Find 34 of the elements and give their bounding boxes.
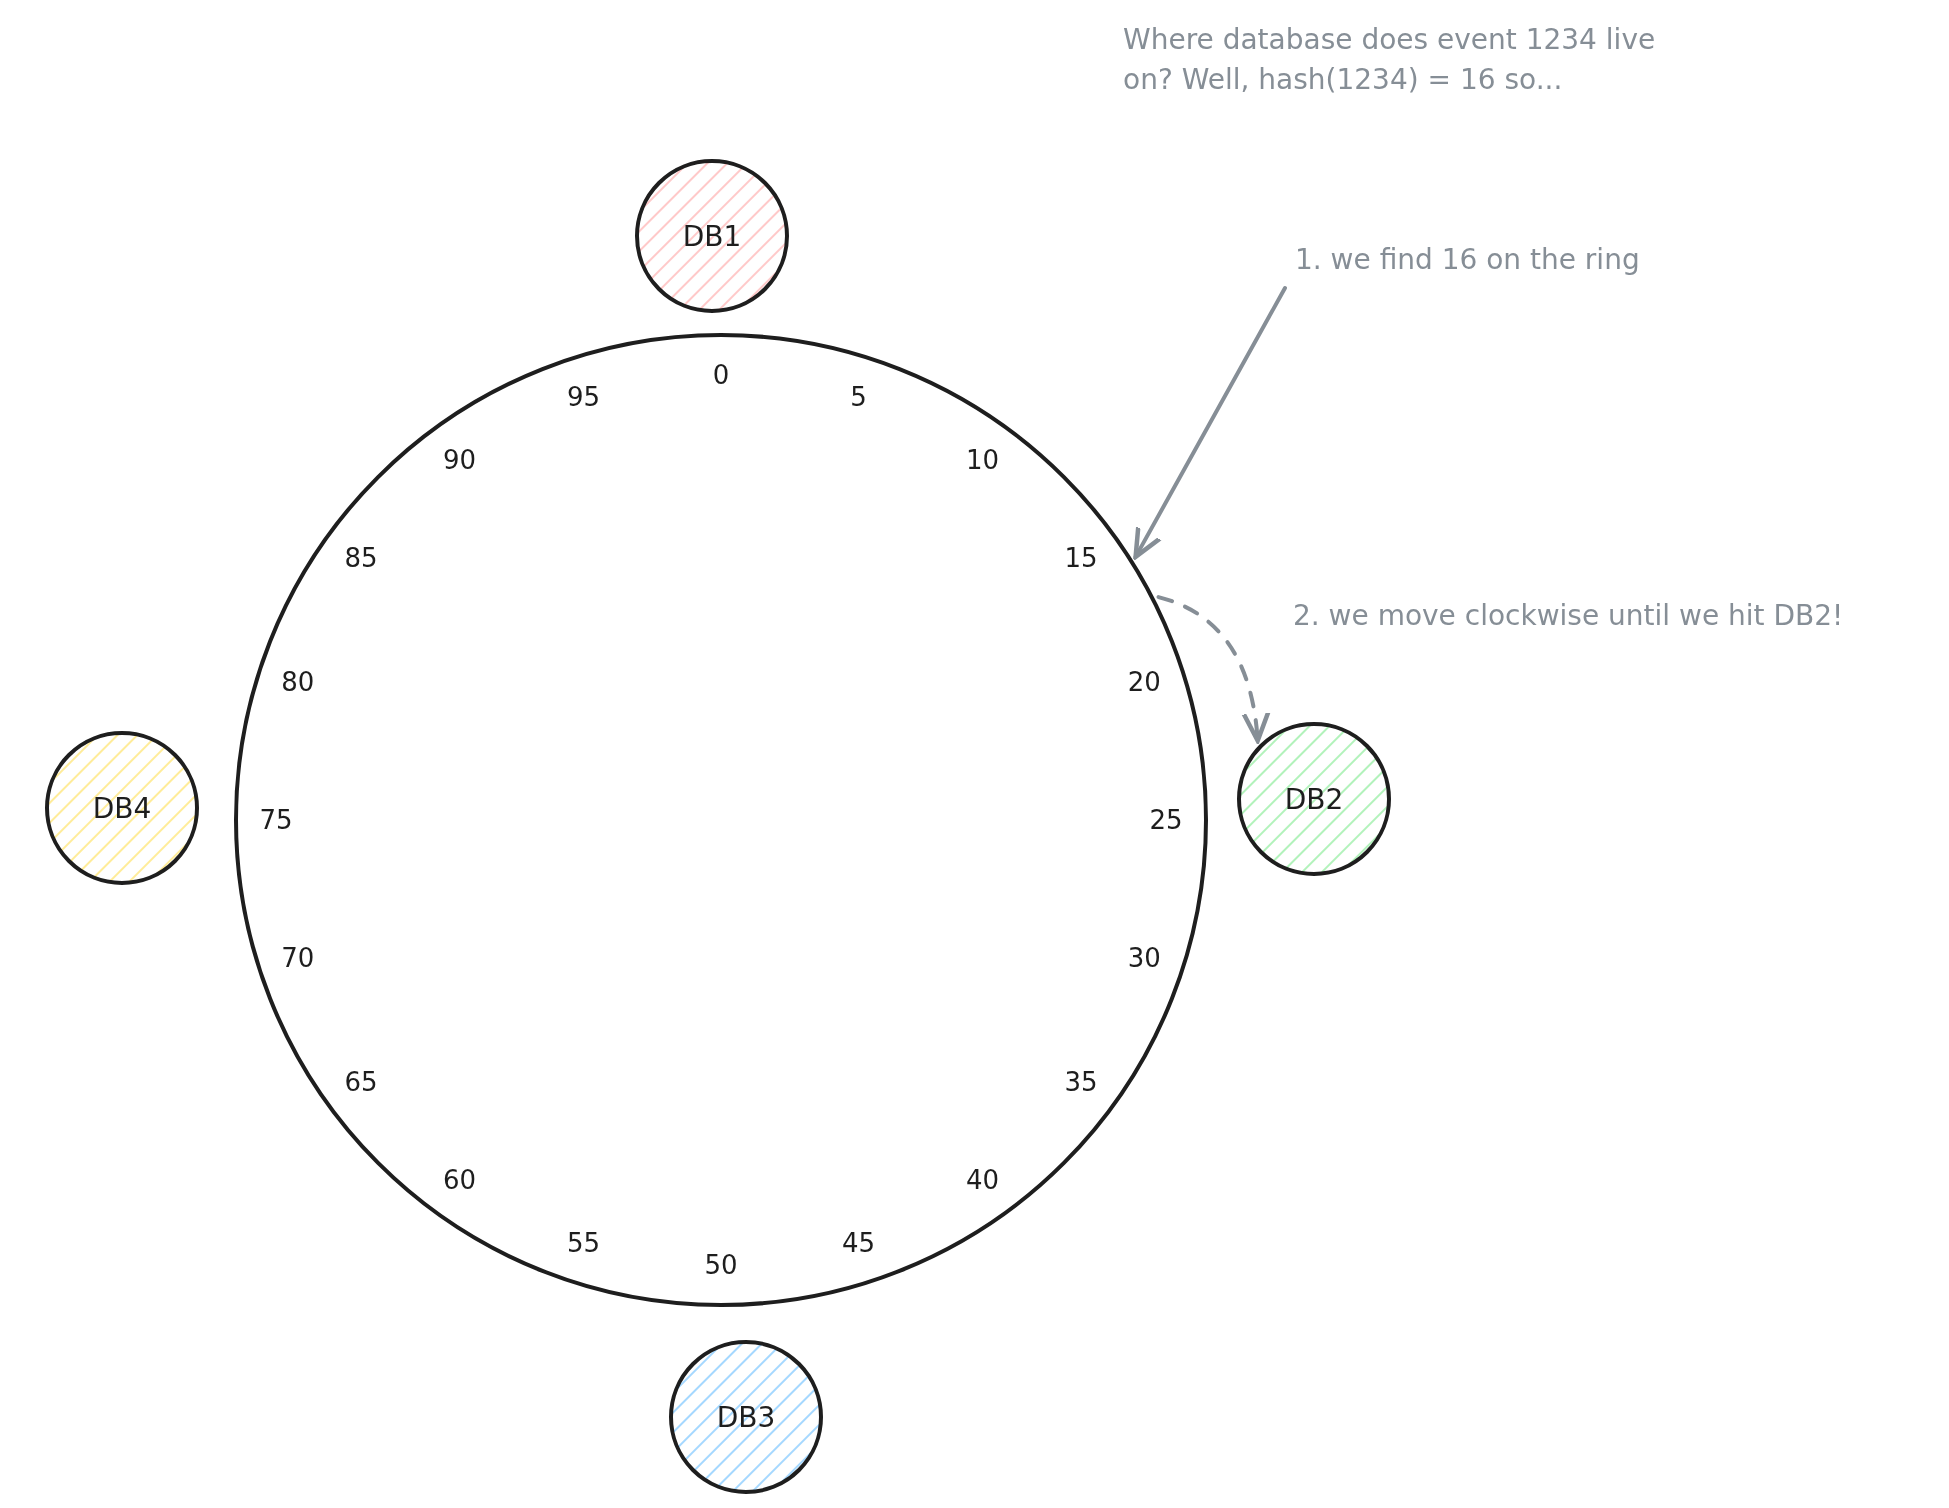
ring-position-number: 60 <box>442 1165 476 1195</box>
database-label: DB1 <box>682 219 742 253</box>
ring-position-number: 40 <box>966 1165 1000 1195</box>
hash-ring <box>232 331 1210 1309</box>
ring-position-number: 95 <box>566 381 601 412</box>
ring-position-number: 75 <box>259 805 293 835</box>
ring-position-number: 0 <box>712 360 730 390</box>
annotation-text: 1. we find 16 on the ring <box>1295 240 1640 280</box>
ring-position-number: 20 <box>1127 667 1161 698</box>
ring-position-number: 80 <box>281 667 315 698</box>
edge-label: 2. we move clockwise until we hit DB2! <box>1293 598 1844 634</box>
ring-position-number: 55 <box>566 1228 601 1259</box>
ring-position-number: 25 <box>1149 805 1183 835</box>
ring-position-number: 30 <box>1127 942 1161 973</box>
ring-position-number: 50 <box>704 1250 738 1280</box>
database-circle <box>1235 720 1393 878</box>
ring-position-number: 65 <box>344 1066 378 1097</box>
database-label: DB4 <box>92 791 152 825</box>
ring-position-number: 35 <box>1064 1066 1098 1097</box>
database-label: DB2 <box>1284 782 1344 816</box>
ring-position-number: 70 <box>281 942 315 973</box>
ring-position-number: 5 <box>850 381 867 412</box>
note-text: Where database does event 1234 live on? Well, hash(1234) = 16 so... <box>1123 22 1657 98</box>
ring-position-number: 90 <box>442 445 476 475</box>
database-circle <box>43 729 201 887</box>
arrow <box>1156 595 1270 743</box>
database-circle <box>667 1338 825 1496</box>
ring-position-number: 85 <box>344 543 378 574</box>
ring-position-number: 15 <box>1064 543 1098 574</box>
ring-position-number: 45 <box>841 1228 876 1259</box>
database-label: DB3 <box>716 1400 776 1434</box>
ring-position-number: 10 <box>966 445 1000 475</box>
database-circle <box>633 157 791 315</box>
arrow <box>1133 286 1287 560</box>
